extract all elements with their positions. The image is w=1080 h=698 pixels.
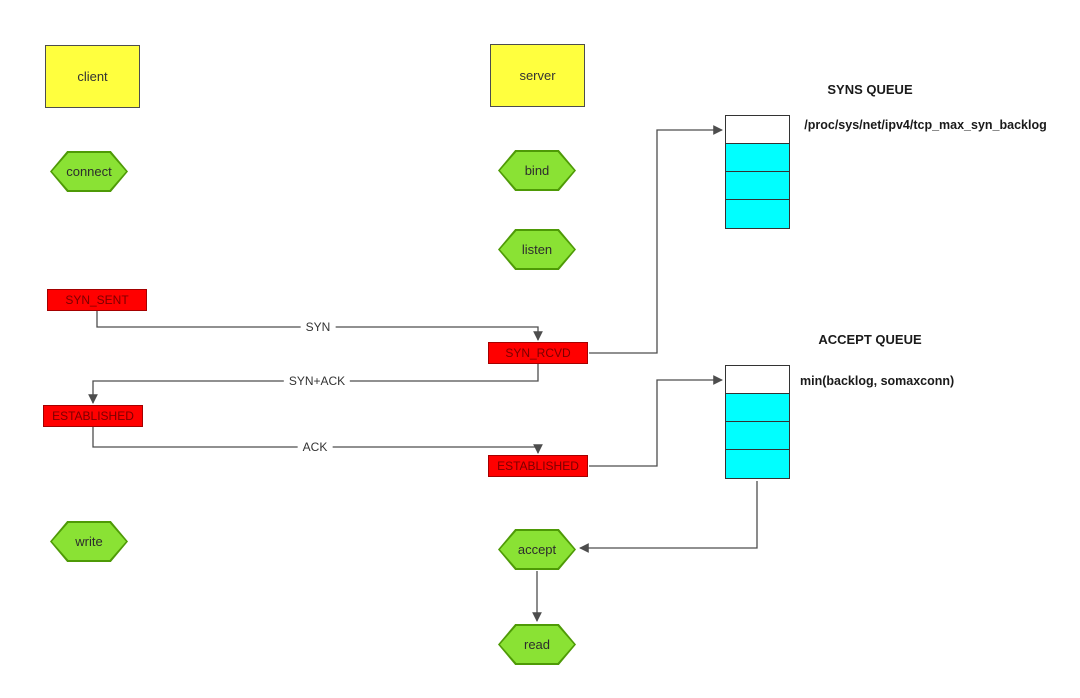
edge-syn-label: SYN [300,320,336,334]
node-client: client [45,45,140,108]
node-connect-label: connect [52,153,126,190]
syns-queue-slot [726,144,789,172]
node-established-server: ESTABLISHED [488,455,588,477]
accept-queue-slot [726,422,789,450]
node-bind-label: bind [500,152,574,189]
syns-queue [725,115,790,229]
edge-established-to-acceptqueue-line [589,375,723,467]
node-accept: accept [498,529,576,570]
syns-queue-slot-empty [726,116,789,144]
edge-synrcvd-to-synsqueue-line [589,125,723,354]
accept-queue-slot-empty [726,366,789,394]
syns-queue-title: SYNS QUEUE [827,82,913,97]
node-server: server [490,44,585,107]
edge-acceptqueue-to-accept-line [579,481,758,553]
node-syn-rcvd: SYN_RCVD [488,342,588,364]
node-connect: connect [50,151,128,192]
syns-queue-slot [726,200,789,228]
node-established-client: ESTABLISHED [43,405,143,427]
node-write: write [50,521,128,562]
syns-queue-annotation: /proc/sys/net/ipv4/tcp_max_syn_backlog [804,118,1047,132]
accept-queue-slot [726,450,789,478]
edge-ack-label: ACK [297,440,333,454]
accept-queue-title: ACCEPT QUEUE [818,332,922,347]
node-bind: bind [498,150,576,191]
node-listen: listen [498,229,576,270]
accept-queue [725,365,790,479]
edge-syn-ack-label: SYN+ACK [283,374,351,388]
node-read: read [498,624,576,665]
node-accept-label: accept [500,531,574,568]
accept-queue-slot [726,394,789,422]
syns-queue-slot [726,172,789,200]
node-read-label: read [500,626,574,663]
node-write-label: write [52,523,126,560]
node-syn-sent: SYN_SENT [47,289,147,311]
accept-queue-annotation: min(backlog, somaxconn) [800,374,955,388]
node-listen-label: listen [500,231,574,268]
